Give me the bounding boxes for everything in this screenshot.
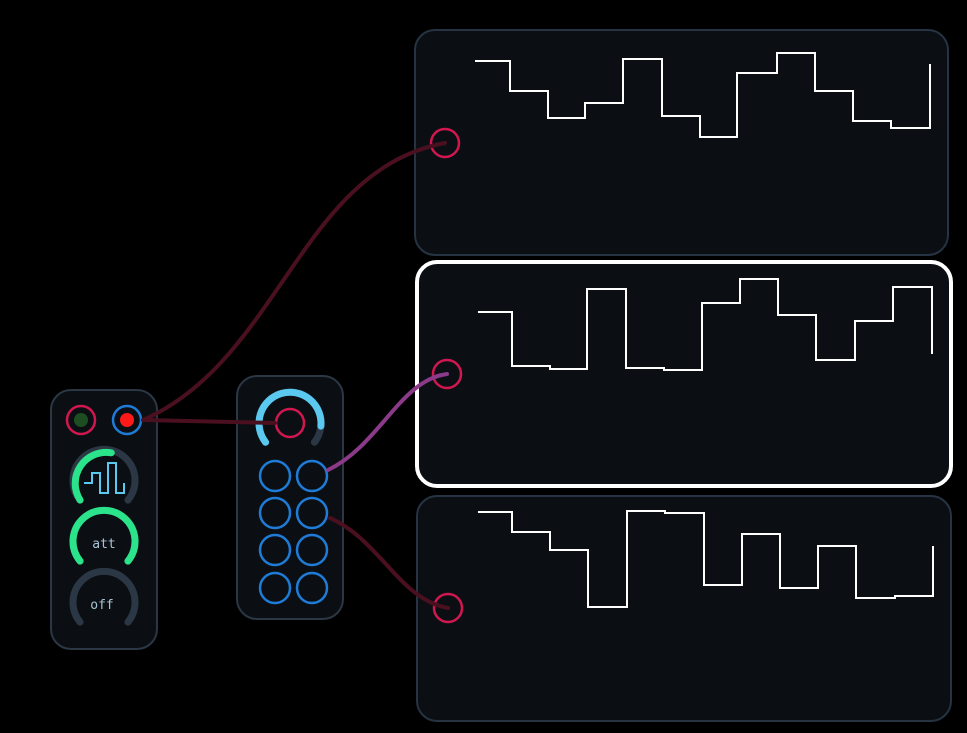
mixer-output-jack-7[interactable] xyxy=(258,571,292,605)
mixer-output-jack-8[interactable] xyxy=(295,571,329,605)
square-wave-icon xyxy=(84,462,125,494)
scope-module-3[interactable] xyxy=(416,495,952,722)
off-knob-label: off xyxy=(90,598,113,613)
mixer-output-jack-1[interactable] xyxy=(258,459,292,493)
att-knob[interactable]: att xyxy=(69,506,139,565)
wave-knob[interactable] xyxy=(69,445,139,504)
cable-lfo-to-scope-1[interactable] xyxy=(141,141,447,422)
off-knob[interactable]: off xyxy=(69,567,139,626)
lfo-input-led xyxy=(74,413,88,427)
cable-mixer-to-scope-2[interactable] xyxy=(326,372,449,472)
scope-input-jack-1[interactable] xyxy=(429,127,461,159)
mixer-output-jack-5[interactable] xyxy=(258,533,292,567)
cable-mixer-to-scope-3[interactable] xyxy=(328,516,450,610)
lfo-output-led xyxy=(120,413,134,427)
scope-trace-3 xyxy=(478,510,934,608)
scope-input-jack-3[interactable] xyxy=(432,592,464,624)
lfo-module[interactable]: att off xyxy=(50,389,158,650)
mixer-output-jack-3[interactable] xyxy=(258,496,292,530)
scope-trace-1 xyxy=(475,52,931,138)
scope-trace-2 xyxy=(478,278,933,371)
scope-module-1[interactable] xyxy=(414,29,949,256)
lfo-input-jack[interactable] xyxy=(65,404,97,436)
scope-module-2[interactable] xyxy=(415,260,953,488)
patch-cables xyxy=(141,141,450,610)
scope-input-jack-2[interactable] xyxy=(431,358,463,390)
att-knob-label: att xyxy=(92,537,115,552)
cable-lfo-to-mixer[interactable] xyxy=(141,418,277,425)
mixer-output-jack-4[interactable] xyxy=(295,496,329,530)
mixer-module[interactable] xyxy=(236,375,344,620)
mixer-output-jack-6[interactable] xyxy=(295,533,329,567)
mixer-output-jack-2[interactable] xyxy=(295,459,329,493)
